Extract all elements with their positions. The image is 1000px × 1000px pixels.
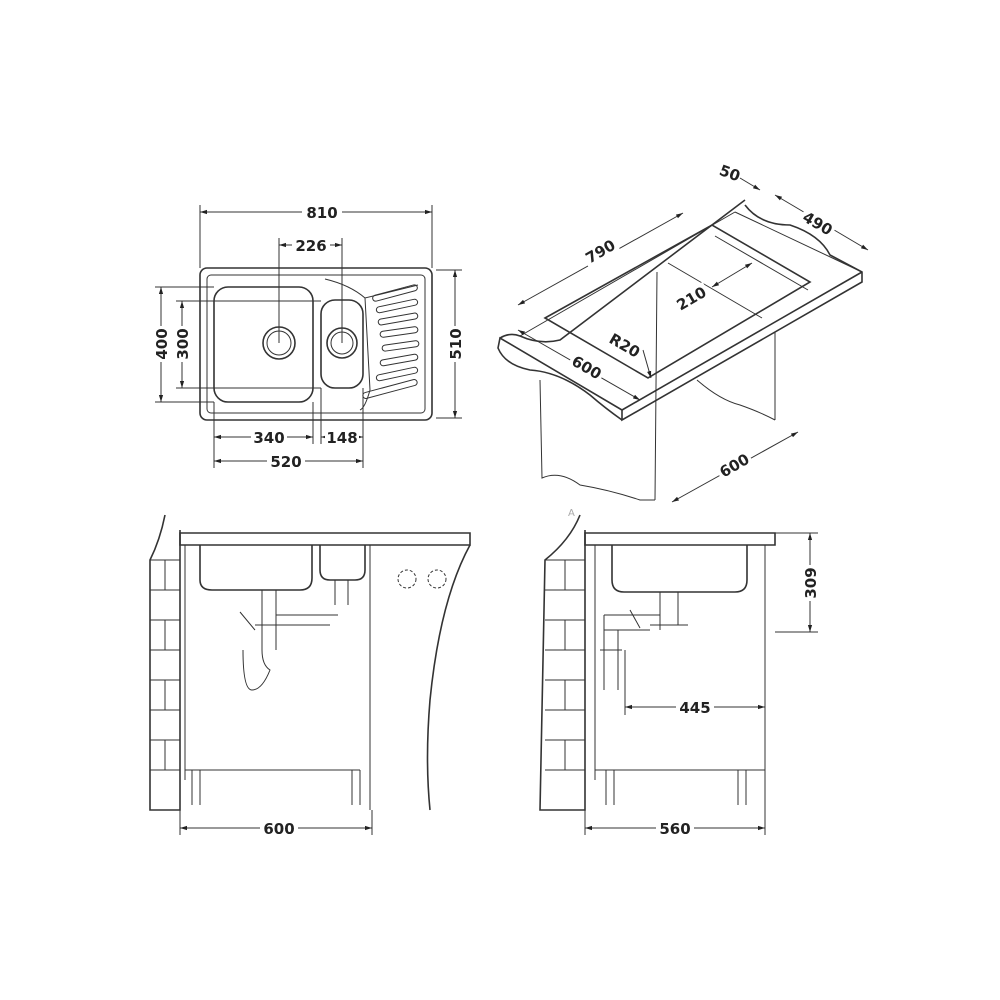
dim-445: 445 xyxy=(679,699,710,717)
dim-810: 810 xyxy=(306,204,337,222)
dim-309: 309 xyxy=(802,567,820,598)
dim-340: 340 xyxy=(253,429,284,447)
dim-600-front: 600 xyxy=(263,820,294,838)
view-label: A xyxy=(568,508,575,519)
dim-50: 50 xyxy=(717,161,743,185)
dim-560: 560 xyxy=(659,820,690,838)
side-section-view: 309 445 560 xyxy=(539,514,820,838)
dim-510: 510 xyxy=(447,328,465,359)
isometric-view: 790 50 490 210 R20 600 600 A xyxy=(497,161,869,519)
dim-520: 520 xyxy=(270,453,301,471)
dim-226: 226 xyxy=(295,237,326,255)
front-section-view: 600 xyxy=(149,514,471,838)
dim-148: 148 xyxy=(326,429,357,447)
dim-300: 300 xyxy=(174,328,192,359)
dim-400: 400 xyxy=(153,328,171,359)
top-view: 810 226 510 400 300 340 148 520 xyxy=(153,203,465,471)
large-bowl xyxy=(213,286,314,403)
drainer-grooves xyxy=(362,284,420,399)
